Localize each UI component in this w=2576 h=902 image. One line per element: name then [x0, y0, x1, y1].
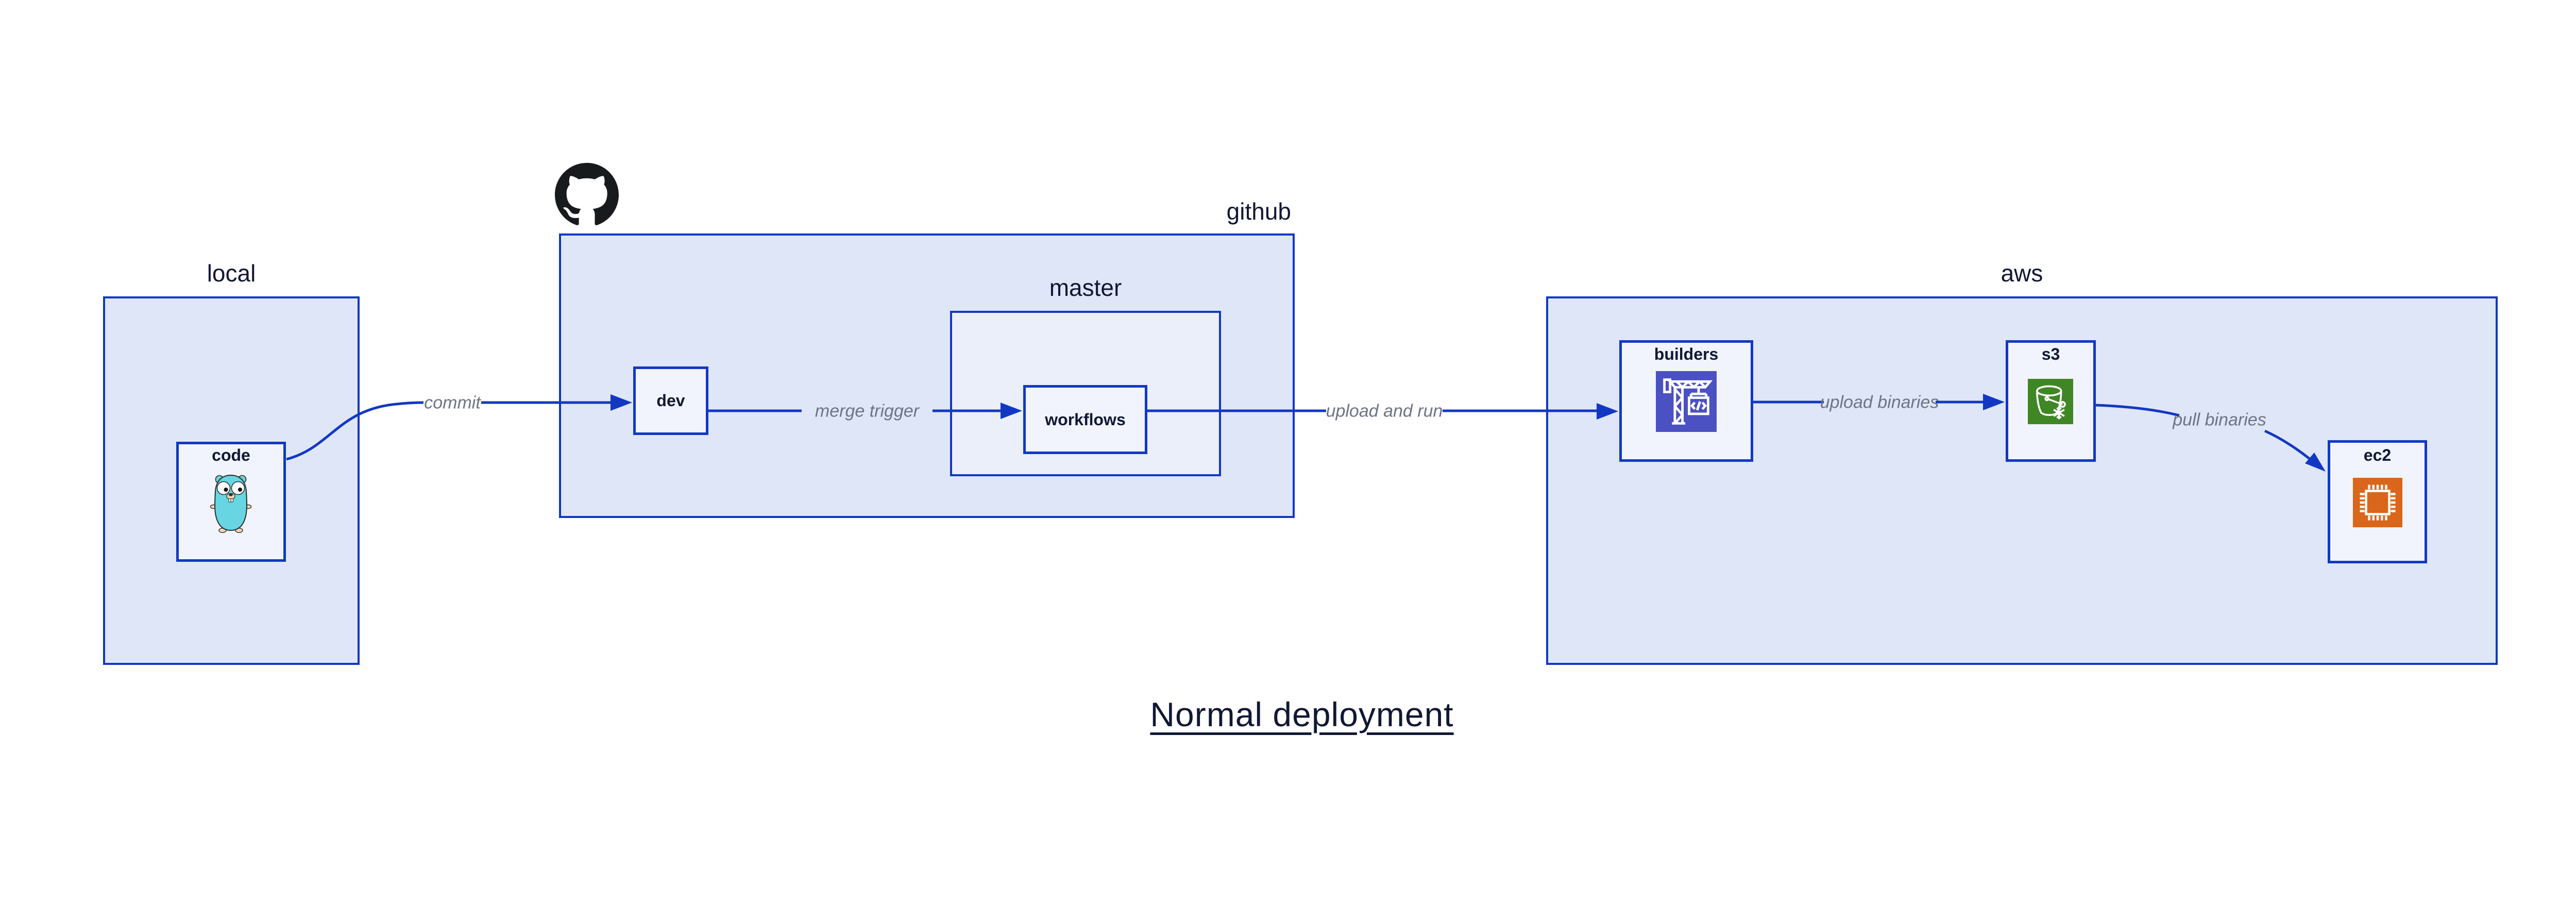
workflows-node-label: workflows	[1045, 410, 1126, 429]
s3-node-label: s3	[2041, 345, 2060, 363]
s3-glacier-bucket-icon	[2028, 379, 2073, 424]
aws-group-label: aws	[2001, 260, 2043, 287]
ec2-node-label: ec2	[2363, 446, 2392, 464]
dev-node-label: dev	[656, 391, 685, 410]
builders-node-label: builders	[1654, 345, 1719, 363]
merge-trigger-edge-label: merge trigger	[815, 401, 920, 421]
diagram-title: Normal deployment	[1150, 695, 1454, 733]
upload-and-run-edge-label: upload and run	[1326, 401, 1443, 421]
local-group-label: local	[207, 260, 256, 287]
codebuild-crane-icon	[1656, 371, 1717, 432]
pull-binaries-edge-label: pull binaries	[2173, 410, 2266, 430]
code-node-label: code	[212, 446, 250, 464]
ec2-chip-icon	[2353, 478, 2402, 527]
master-group-label: master	[1049, 274, 1122, 301]
github-group-label: github	[1226, 198, 1291, 225]
go-gopher-icon	[208, 472, 254, 534]
dev-node: dev	[633, 366, 708, 435]
ec2-node	[2328, 440, 2427, 563]
workflows-node: workflows	[1023, 385, 1147, 454]
github-octocat-icon	[554, 163, 619, 227]
upload-binaries-edge-label: upload binaries	[1820, 392, 1939, 412]
commit-edge-label: commit	[424, 393, 481, 413]
